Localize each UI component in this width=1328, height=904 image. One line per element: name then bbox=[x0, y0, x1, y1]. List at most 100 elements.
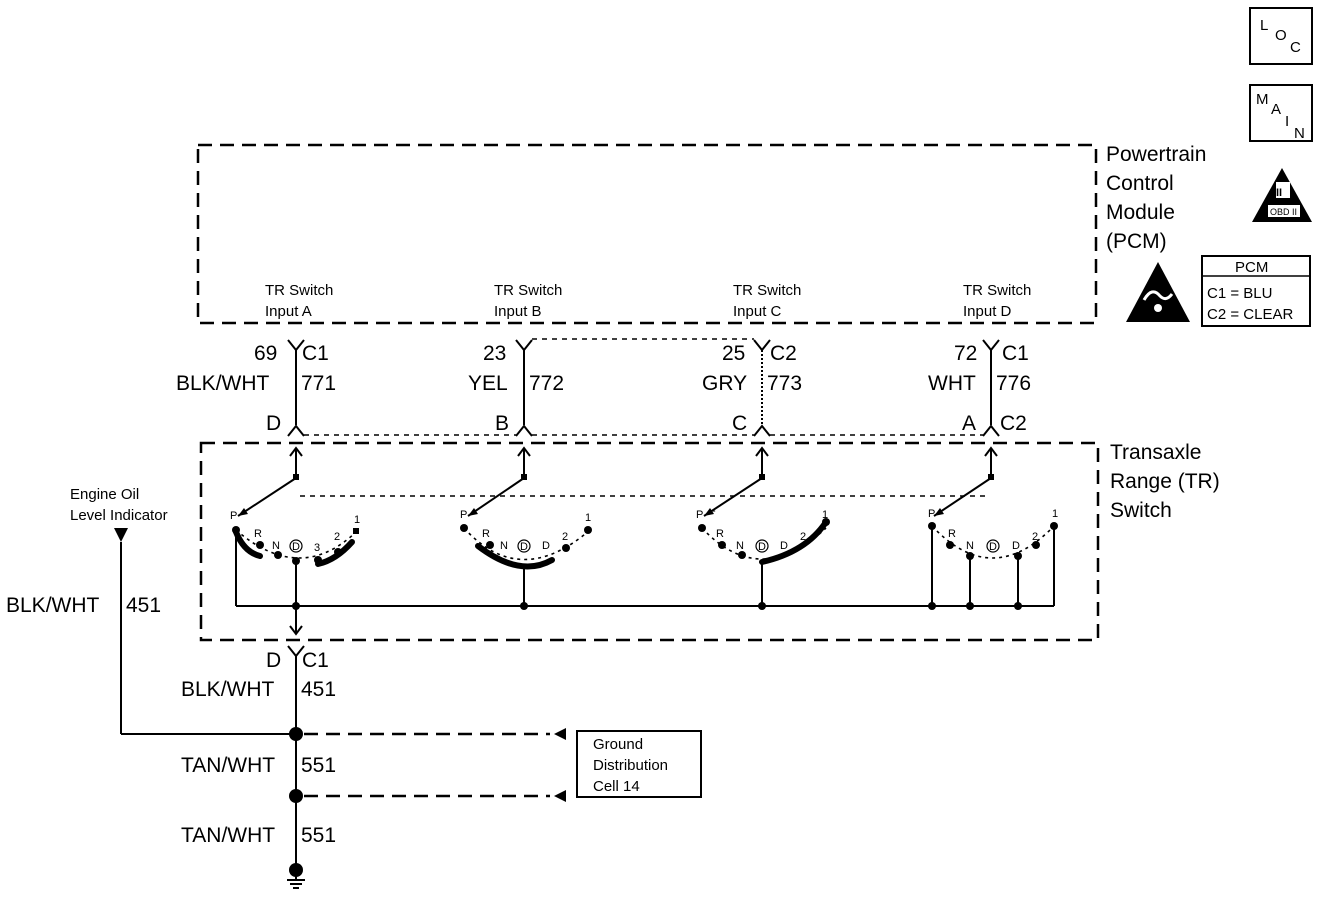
sec-c-pos-1: 1 bbox=[822, 509, 828, 521]
color-gry-773: GRY bbox=[702, 372, 747, 395]
pcm-input-c-label: TR Switch Input C bbox=[733, 282, 801, 320]
out-conn-c1: C1 bbox=[302, 649, 329, 672]
sec-a-pos-d: D bbox=[292, 541, 300, 553]
color-wht-776: WHT bbox=[928, 372, 976, 395]
color-yel-772: YEL bbox=[468, 372, 508, 395]
sec-b-pos-d1: D bbox=[520, 541, 528, 553]
pin-72: 72 bbox=[954, 342, 977, 365]
switch-feed-d bbox=[933, 446, 998, 517]
legend-c2: C2 = CLEAR bbox=[1207, 306, 1293, 323]
obd-roman-label: II bbox=[1276, 187, 1282, 199]
conn-c2-c: C2 bbox=[770, 342, 797, 365]
loc-letter-l: L bbox=[1260, 17, 1268, 34]
sec-a-pos-2: 2 bbox=[334, 531, 340, 543]
wire-circuit-451-out[interactable] bbox=[287, 606, 305, 870]
loc-icon[interactable]: L O C bbox=[1249, 7, 1313, 65]
pcm-connector-legend: PCM C1 = BLU C2 = CLEAR bbox=[1201, 255, 1311, 327]
sec-a-pos-r: R bbox=[254, 528, 262, 540]
pin-23: 23 bbox=[483, 342, 506, 365]
wire-circuit-771[interactable] bbox=[287, 339, 305, 437]
input-a-line1: TR Switch bbox=[265, 282, 333, 299]
tan1-circuit: 551 bbox=[301, 754, 336, 777]
input-d-line1: TR Switch bbox=[963, 282, 1031, 299]
sec-c-pos-r: R bbox=[716, 528, 724, 540]
sw-conn-c2: C2 bbox=[1000, 412, 1027, 435]
input-c-line2: Input C bbox=[733, 303, 782, 320]
ground-point bbox=[289, 863, 303, 877]
ground-distribution-cell-14[interactable]: Ground Distribution Cell 14 bbox=[576, 730, 702, 798]
sec-b-pos-n: N bbox=[500, 540, 508, 552]
switch-ground-bus bbox=[235, 526, 1055, 610]
sec-c-pos-n: N bbox=[736, 540, 744, 552]
pcm-title-line4: (PCM) bbox=[1106, 230, 1167, 253]
conn-c1-d: C1 bbox=[1002, 342, 1029, 365]
tr-title-line2: Range (TR) bbox=[1110, 470, 1220, 493]
gd-line1: Ground bbox=[593, 736, 643, 753]
switch-section-b: P R N D D 2 1 bbox=[460, 509, 592, 570]
main-letter-a: A bbox=[1271, 101, 1281, 118]
sec-b-pos-p: P bbox=[460, 509, 467, 521]
sec-d-pos-r: R bbox=[948, 528, 956, 540]
ground-distribution-link-2[interactable] bbox=[304, 790, 566, 802]
wire-circuit-776[interactable] bbox=[982, 339, 1000, 437]
sec-d-pos-1: 1 bbox=[1052, 508, 1058, 520]
sw-pin-b: B bbox=[495, 412, 509, 435]
sec-d-pos-2: 2 bbox=[1032, 531, 1038, 543]
switch-section-d: P R N D D 2 1 bbox=[928, 508, 1058, 560]
out-sw-pin-d: D bbox=[266, 649, 281, 672]
conn-c1-a: C1 bbox=[302, 342, 329, 365]
switch-section-a: P R N D 3 2 1 bbox=[230, 510, 360, 567]
engine-oil-level-indicator[interactable]: Engine Oil Level Indicator bbox=[70, 486, 168, 542]
switch-feed-a bbox=[237, 446, 303, 517]
sec-a-pos-n: N bbox=[272, 540, 280, 552]
main-icon[interactable]: M A I N bbox=[1249, 84, 1313, 142]
engine-oil-line2: Level Indicator bbox=[70, 507, 168, 524]
input-c-line1: TR Switch bbox=[733, 282, 801, 299]
obd-text-label: OBD II bbox=[1270, 207, 1297, 217]
out-circuit-451: 451 bbox=[301, 678, 336, 701]
out-color-blk-wht: BLK/WHT bbox=[181, 678, 275, 701]
left-color-blk-wht: BLK/WHT bbox=[6, 594, 100, 617]
sec-b-pos-1: 1 bbox=[585, 512, 591, 524]
pcm-title-line3: Module bbox=[1106, 201, 1175, 224]
pcm-boundary bbox=[196, 143, 1098, 325]
pcm-input-d-label: TR Switch Input D bbox=[963, 282, 1031, 320]
obd-ii-icon[interactable]: II OBD II bbox=[1252, 168, 1312, 222]
splice-2 bbox=[289, 789, 303, 803]
tan2-color: TAN/WHT bbox=[181, 824, 275, 847]
color-blk-wht-771: BLK/WHT bbox=[176, 372, 270, 395]
loc-letter-c: C bbox=[1290, 39, 1301, 56]
input-d-line2: Input D bbox=[963, 303, 1012, 320]
wire-circuit-773[interactable] bbox=[753, 339, 771, 437]
input-a-line2: Input A bbox=[265, 303, 312, 320]
sec-d-pos-d2: D bbox=[1012, 540, 1020, 552]
sec-c-pos-d1: D bbox=[758, 541, 766, 553]
tan1-color: TAN/WHT bbox=[181, 754, 275, 777]
legend-title: PCM bbox=[1235, 259, 1268, 276]
sec-b-pos-r: R bbox=[482, 528, 490, 540]
sec-d-pos-p: P bbox=[928, 508, 935, 520]
sec-b-pos-d2: D bbox=[542, 540, 550, 552]
ground-distribution-link-1[interactable] bbox=[304, 728, 566, 740]
wire-circuit-451-left[interactable] bbox=[120, 542, 296, 735]
gd-line3: Cell 14 bbox=[593, 778, 640, 795]
sec-a-pos-3: 3 bbox=[314, 542, 320, 554]
input-b-line1: TR Switch bbox=[494, 282, 562, 299]
pcm-input-a-label: TR Switch Input A bbox=[265, 282, 333, 320]
engine-oil-line1: Engine Oil bbox=[70, 486, 139, 503]
circuit-776: 776 bbox=[996, 372, 1031, 395]
switch-feed-b bbox=[467, 446, 531, 517]
legend-c1: C1 = BLU bbox=[1207, 285, 1272, 302]
circuit-773: 773 bbox=[767, 372, 802, 395]
sec-d-pos-n: N bbox=[966, 540, 974, 552]
sec-c-pos-dash: - bbox=[712, 505, 716, 517]
wire-circuit-772[interactable] bbox=[515, 339, 533, 437]
sec-d-pos-d1: D bbox=[989, 541, 997, 553]
sw-pin-a: A bbox=[962, 412, 976, 435]
pcm-title: Powertrain Control Module (PCM) bbox=[1106, 143, 1206, 253]
input-b-line2: Input B bbox=[494, 303, 542, 320]
left-circuit-451: 451 bbox=[126, 594, 161, 617]
switch-feed-c bbox=[703, 446, 769, 517]
sw-pin-c: C bbox=[732, 412, 747, 435]
